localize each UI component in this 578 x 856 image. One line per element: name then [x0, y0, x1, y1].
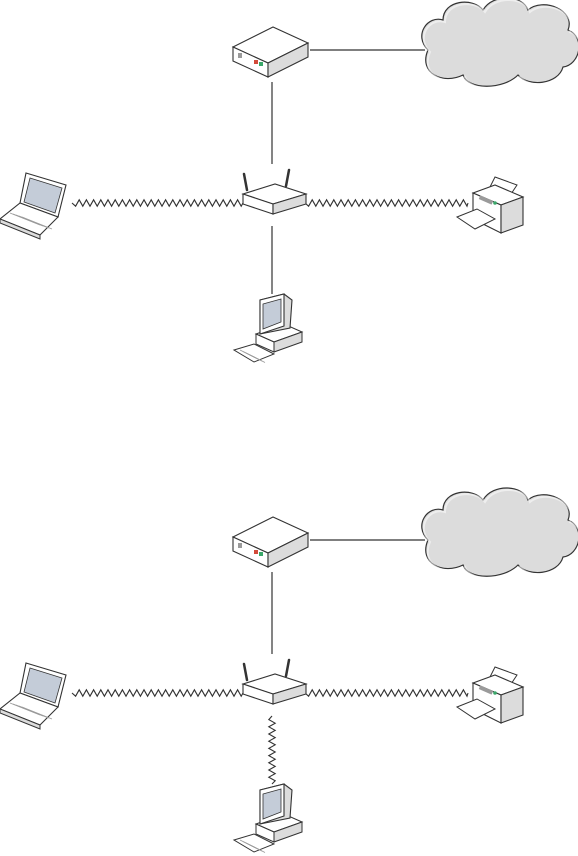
laptop-icon — [0, 663, 66, 729]
router-icon — [243, 170, 306, 214]
diagram-wireless-desktop — [0, 488, 578, 853]
desktop-computer-icon — [234, 784, 302, 853]
wireless-link — [72, 690, 243, 696]
router-icon — [243, 660, 306, 704]
wireless-link — [72, 200, 243, 206]
laptop-icon — [0, 173, 66, 239]
wireless-link — [305, 690, 468, 696]
cloud-icon — [422, 0, 578, 88]
diagram-wired-desktop — [0, 0, 578, 362]
links — [72, 50, 468, 294]
wireless-link — [305, 200, 468, 206]
modem-icon — [233, 27, 308, 77]
links — [72, 540, 468, 784]
wireless-link — [269, 716, 275, 784]
desktop-computer-icon — [234, 294, 302, 363]
cloud-icon — [422, 488, 578, 578]
modem-icon — [233, 517, 308, 567]
